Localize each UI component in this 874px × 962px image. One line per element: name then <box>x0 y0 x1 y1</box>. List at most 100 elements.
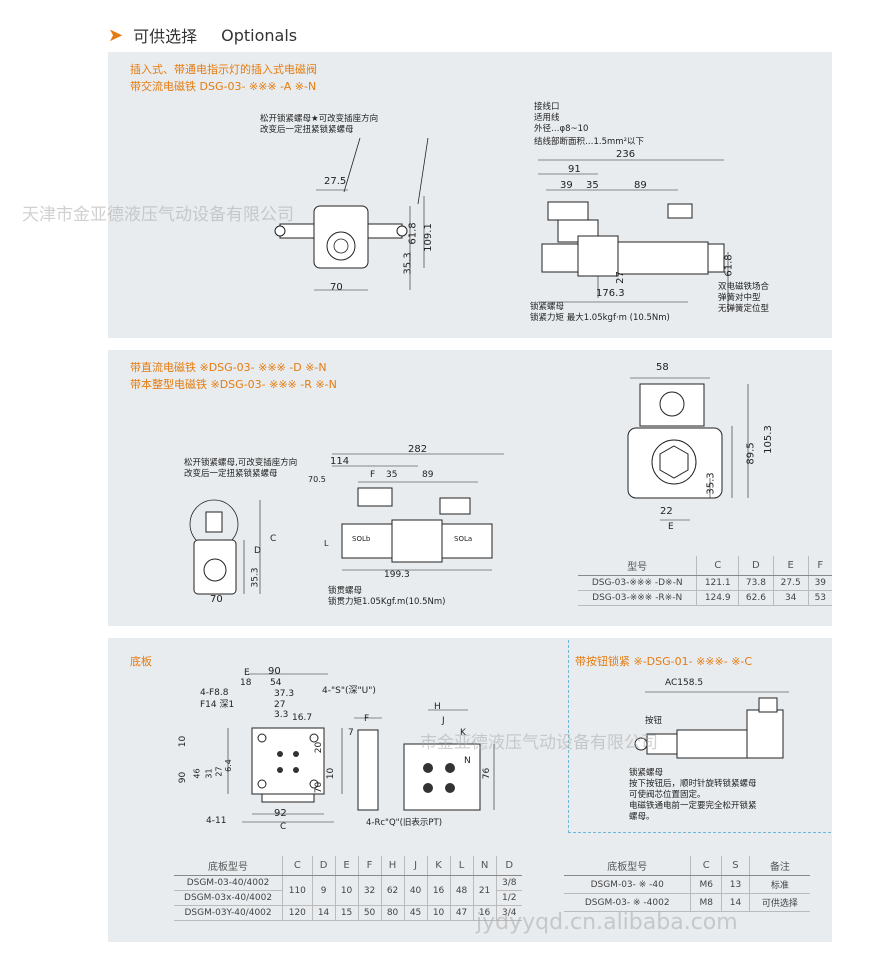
table-cell: 39 <box>808 575 832 591</box>
label-SOLa: SOLa <box>454 535 473 543</box>
arrow-icon: ➤ <box>108 24 124 46</box>
dim-176-3: 176.3 <box>596 288 625 299</box>
dim-J: J <box>442 716 445 726</box>
dim-F-side: F <box>364 714 370 724</box>
th-k: K <box>427 856 451 876</box>
table-cell: 40 <box>404 875 428 906</box>
table-row: DSG-03-※※※ -D※-N 121.1 73.8 27.5 39 <box>578 575 832 591</box>
header-title-zh: 可供选择 <box>133 27 198 46</box>
conn-note-2: 适用线 <box>534 113 560 123</box>
dim-7: 7 <box>348 728 354 738</box>
table-cell: 47 <box>450 905 474 921</box>
table-row: DSGM-03Y-40/4002 120 14 15 50 80 45 10 4… <box>174 905 522 921</box>
section1-title-2: 带交流电磁铁 DSG-03- ※※※ -A ※-N <box>130 80 317 93</box>
table-cell: 124.9 <box>696 590 740 606</box>
table-cell: 73.8 <box>738 575 774 591</box>
th-c: C <box>690 856 723 876</box>
dim-K: K <box>460 728 466 738</box>
table-cell: 16 <box>427 875 451 906</box>
conn-note-4: 结线部断面积…1.5mm²以下 <box>534 137 644 147</box>
table-cell: 121.1 <box>696 575 740 591</box>
dim-20: 20 <box>314 741 325 754</box>
table-header-row: 底板型号 C D E F H J K L N D <box>174 856 522 876</box>
dim-114: 114 <box>330 456 350 467</box>
dim-89-top: 89 <box>422 470 434 480</box>
section-dc-solenoid: 带直流电磁铁 ※DSG-03- ※※※ -D ※-N 带本整型电磁铁 ※DSG-… <box>108 350 832 626</box>
dim-27-top: 27 <box>274 700 286 710</box>
th-d: D <box>738 556 774 576</box>
spring-note-2: 弹簧对中型 <box>718 293 761 303</box>
table-row: DSGM-03x-40/4002 1/2 <box>174 890 522 906</box>
table-cell: 48 <box>450 875 474 906</box>
dim-C: C <box>270 534 277 544</box>
section2-nut-note-1: 锁贯螺母 <box>328 586 363 596</box>
conn-note-1: 接线口 <box>534 102 560 112</box>
dim-18: 18 <box>240 678 252 688</box>
table-cell: 45 <box>404 905 428 921</box>
label-SOLb: SOLb <box>352 535 371 543</box>
header-title-en: Optionals <box>221 25 298 45</box>
dim-90-left: 90 <box>178 771 189 784</box>
dim-105-3: 105.3 <box>762 425 774 454</box>
th-model: 型号 <box>578 556 698 576</box>
table-cell: 13 <box>721 875 750 894</box>
table-cell: DSG-03-※※※ -D※-N <box>578 575 698 591</box>
dim-H: H <box>434 702 441 712</box>
section1-note-left-2: 改变后一定扭紧锁紧螺母 <box>260 125 354 135</box>
section-button-lock: 带按钮锁紧 ※-DSG-01- ※※※- ※-C AC158.5 按钮 锁紧螺母… <box>568 640 831 833</box>
dim-76: 76 <box>482 767 493 780</box>
table-row: DSGM-03- ※ -4002 M8 14 可供选择 <box>564 893 810 912</box>
th-d2: D <box>496 856 522 876</box>
dim-22: 22 <box>660 506 673 517</box>
table-cell: DSGM-03x-40/4002 <box>174 890 284 906</box>
dc-side-drawing <box>332 453 504 571</box>
dim-89: 89 <box>634 180 647 191</box>
dim-46: 46 <box>192 768 202 779</box>
table-cell: 可供选择 <box>749 893 810 912</box>
th-h: H <box>381 856 405 876</box>
section4-note-3: 可使阀芯位置固定。 <box>629 790 706 800</box>
section2-note-left-2: 改变后一定扭紧锁紧螺母 <box>184 469 278 479</box>
dim-E: E <box>668 522 674 532</box>
dim-91: 91 <box>568 164 581 175</box>
dim-35-top: 35 <box>386 470 398 480</box>
label-L: L <box>324 539 329 548</box>
subplate-bottom-drawing <box>403 709 495 811</box>
table-cell: 21 <box>473 875 497 906</box>
conn-note-3: 外径…φ8~10 <box>534 124 589 134</box>
label-4-s: 4-"S"(深"U") <box>322 686 376 696</box>
valve-side-drawing <box>538 159 729 312</box>
dim-C-bottom: C <box>280 822 287 832</box>
dim-89-5: 89.5 <box>745 442 757 465</box>
th-model: 底板型号 <box>564 856 692 876</box>
table-cell: M8 <box>690 893 723 912</box>
label-f14: F14 深1 <box>200 700 235 710</box>
dim-70-right: 70 <box>314 781 325 794</box>
table-cell: 3/8 <box>496 875 522 891</box>
table-cell: 62 <box>381 875 405 906</box>
subplate-top-drawing <box>227 673 343 823</box>
dim-F: F <box>370 470 376 480</box>
dim-35-3-left: 35.3 <box>250 567 261 588</box>
dim-70-5: 70.5 <box>308 475 326 484</box>
table-cell: DSGM-03-40/4002 <box>174 875 284 891</box>
valve-front-drawing <box>274 137 429 291</box>
dc-front-drawing <box>189 499 261 595</box>
th-d: D <box>312 856 336 876</box>
section4-note-2: 按下按钮后，顺时针旋转锁紧螺母 <box>629 779 757 789</box>
table-cell: 10 <box>427 905 451 921</box>
dim-ac-158-5: AC158.5 <box>665 678 704 688</box>
table-cell: DSGM-03- ※ -4002 <box>564 893 692 912</box>
th-c: C <box>696 556 740 576</box>
section4-note-1: 锁紧螺母 <box>629 768 664 778</box>
dc-end-drawing <box>627 377 749 521</box>
spring-note-1: 双电磁铁场合 <box>718 282 770 292</box>
watermark-2: 市金亚德液压气动设备有限公司 <box>420 733 658 753</box>
table-cell: 32 <box>358 875 382 906</box>
section4-title: 带按钮锁紧 ※-DSG-01- ※※※- ※-C <box>575 655 753 668</box>
button-lock-table: 底板型号 C S 备注 DSGM-03- ※ -40 M6 13 标准 DSGM… <box>564 856 810 912</box>
table-cell: 16 <box>473 905 497 921</box>
dim-35: 35 <box>586 180 599 191</box>
table-row: DSG-03-※※※ -R※-N 124.9 62.6 34 53 <box>578 590 832 606</box>
table-cell: 标准 <box>749 875 810 894</box>
